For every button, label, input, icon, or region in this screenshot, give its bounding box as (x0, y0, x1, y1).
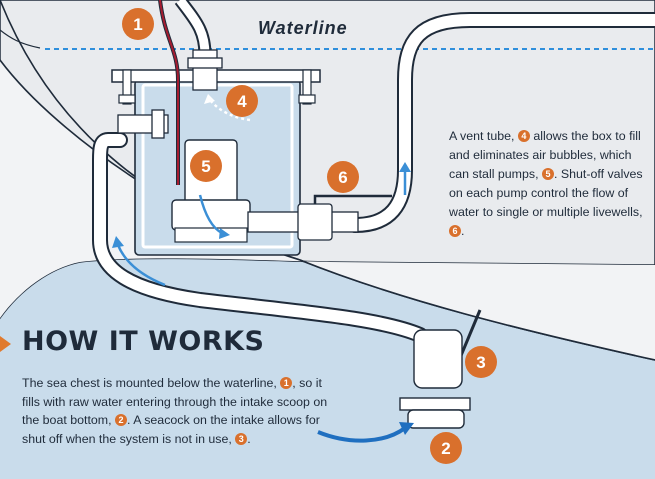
vent-hose-top-fill (176, 0, 210, 56)
pump-flow-arrowhead (219, 228, 230, 239)
vent-fitting-nut (187, 57, 223, 69)
thru-hull (407, 409, 465, 429)
callout-3-label: 3 (476, 353, 485, 372)
callout-1: 1 (122, 8, 154, 40)
intake-flow-arrow (116, 244, 166, 287)
nut-left (118, 94, 136, 104)
vent-badge-6: 6 (449, 225, 461, 237)
how-it-works-body: The sea chest is mounted below the water… (22, 374, 332, 448)
callout-6-label: 6 (338, 168, 347, 187)
how-text-2: , so it fills with raw water entering th… (22, 376, 328, 427)
inlet-fitting-nut (151, 109, 165, 139)
pump-flow-arrow (198, 194, 223, 235)
vent-bubble-arrowhead (204, 94, 215, 104)
callout-5: 5 (190, 150, 222, 182)
vent-description: A vent tube, 4 allows the box to fill an… (449, 127, 649, 241)
waterline-label: Waterline (258, 18, 348, 38)
callout-5-label: 5 (201, 157, 210, 176)
vent-text-2: allows the box to fill and eliminates ai… (449, 129, 641, 181)
intake-water-arrow (317, 426, 407, 443)
how-badge-1: 1 (280, 377, 293, 389)
how-text-1: The sea chest is mounted below the water… (22, 376, 281, 390)
vent-text-4: . (461, 224, 465, 238)
intake-flow-arrowhead (112, 236, 124, 248)
seacock-flange (399, 397, 471, 411)
how-text-4: . (247, 431, 251, 446)
vent-text-3: . Shut-off valves on each pump control t… (449, 167, 643, 219)
vent-fitting (192, 49, 218, 91)
hull-edge-top (0, 29, 41, 49)
vent-flow-arrowhead (399, 162, 411, 172)
vent-tube-fill (349, 14, 655, 231)
how-badge-2: 2 (115, 414, 127, 426)
pump-base (171, 199, 251, 231)
shutoff-valve-handle (313, 194, 392, 204)
section-marker-arrow (0, 336, 11, 352)
bolt-left (122, 69, 132, 105)
seacock-body (413, 329, 463, 389)
vent-badge-4: 4 (517, 130, 530, 142)
how-text-3: . A seacock on the intake allows for shu… (22, 413, 320, 446)
callout-2: 2 (430, 432, 462, 464)
hull-bottom-fill (0, 60, 655, 360)
how-it-works-title: HOW IT WORKS (22, 326, 265, 357)
callout-4-label: 4 (237, 92, 247, 111)
power-wire-red (159, 0, 179, 185)
hull-outline (0, 59, 655, 361)
how-badge-3: 3 (235, 432, 248, 445)
intake-water-arrowhead (399, 422, 414, 435)
callout-3: 3 (465, 346, 497, 378)
intake-hose-fill (94, 134, 426, 341)
vent-badge-5: 5 (541, 168, 554, 180)
pump-strainer (174, 227, 248, 243)
vent-text-1: A vent tube, (449, 129, 518, 143)
callout-4: 4 (226, 85, 258, 117)
callout-2-label: 2 (441, 439, 450, 458)
nut-right (298, 94, 316, 104)
bolt-right (302, 69, 312, 105)
callout-6: 6 (327, 161, 359, 193)
callout-1-label: 1 (133, 15, 142, 34)
shutoff-valve-body (297, 203, 333, 241)
